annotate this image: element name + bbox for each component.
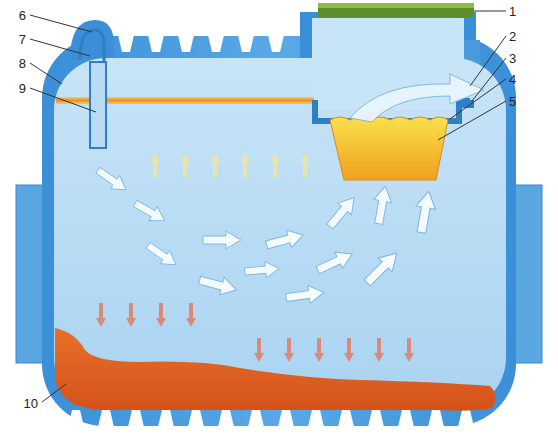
callout-number: 10 xyxy=(24,396,38,411)
callout-number: 7 xyxy=(19,32,26,47)
callout-number: 8 xyxy=(19,56,26,71)
callout-number: 4 xyxy=(509,72,516,87)
callout-number: 2 xyxy=(509,29,516,44)
callout-number: 5 xyxy=(509,94,516,109)
callout-number: 1 xyxy=(509,4,516,19)
callout-number: 9 xyxy=(19,81,26,96)
callout-number: 3 xyxy=(509,51,516,66)
callout-number: 6 xyxy=(19,8,26,23)
